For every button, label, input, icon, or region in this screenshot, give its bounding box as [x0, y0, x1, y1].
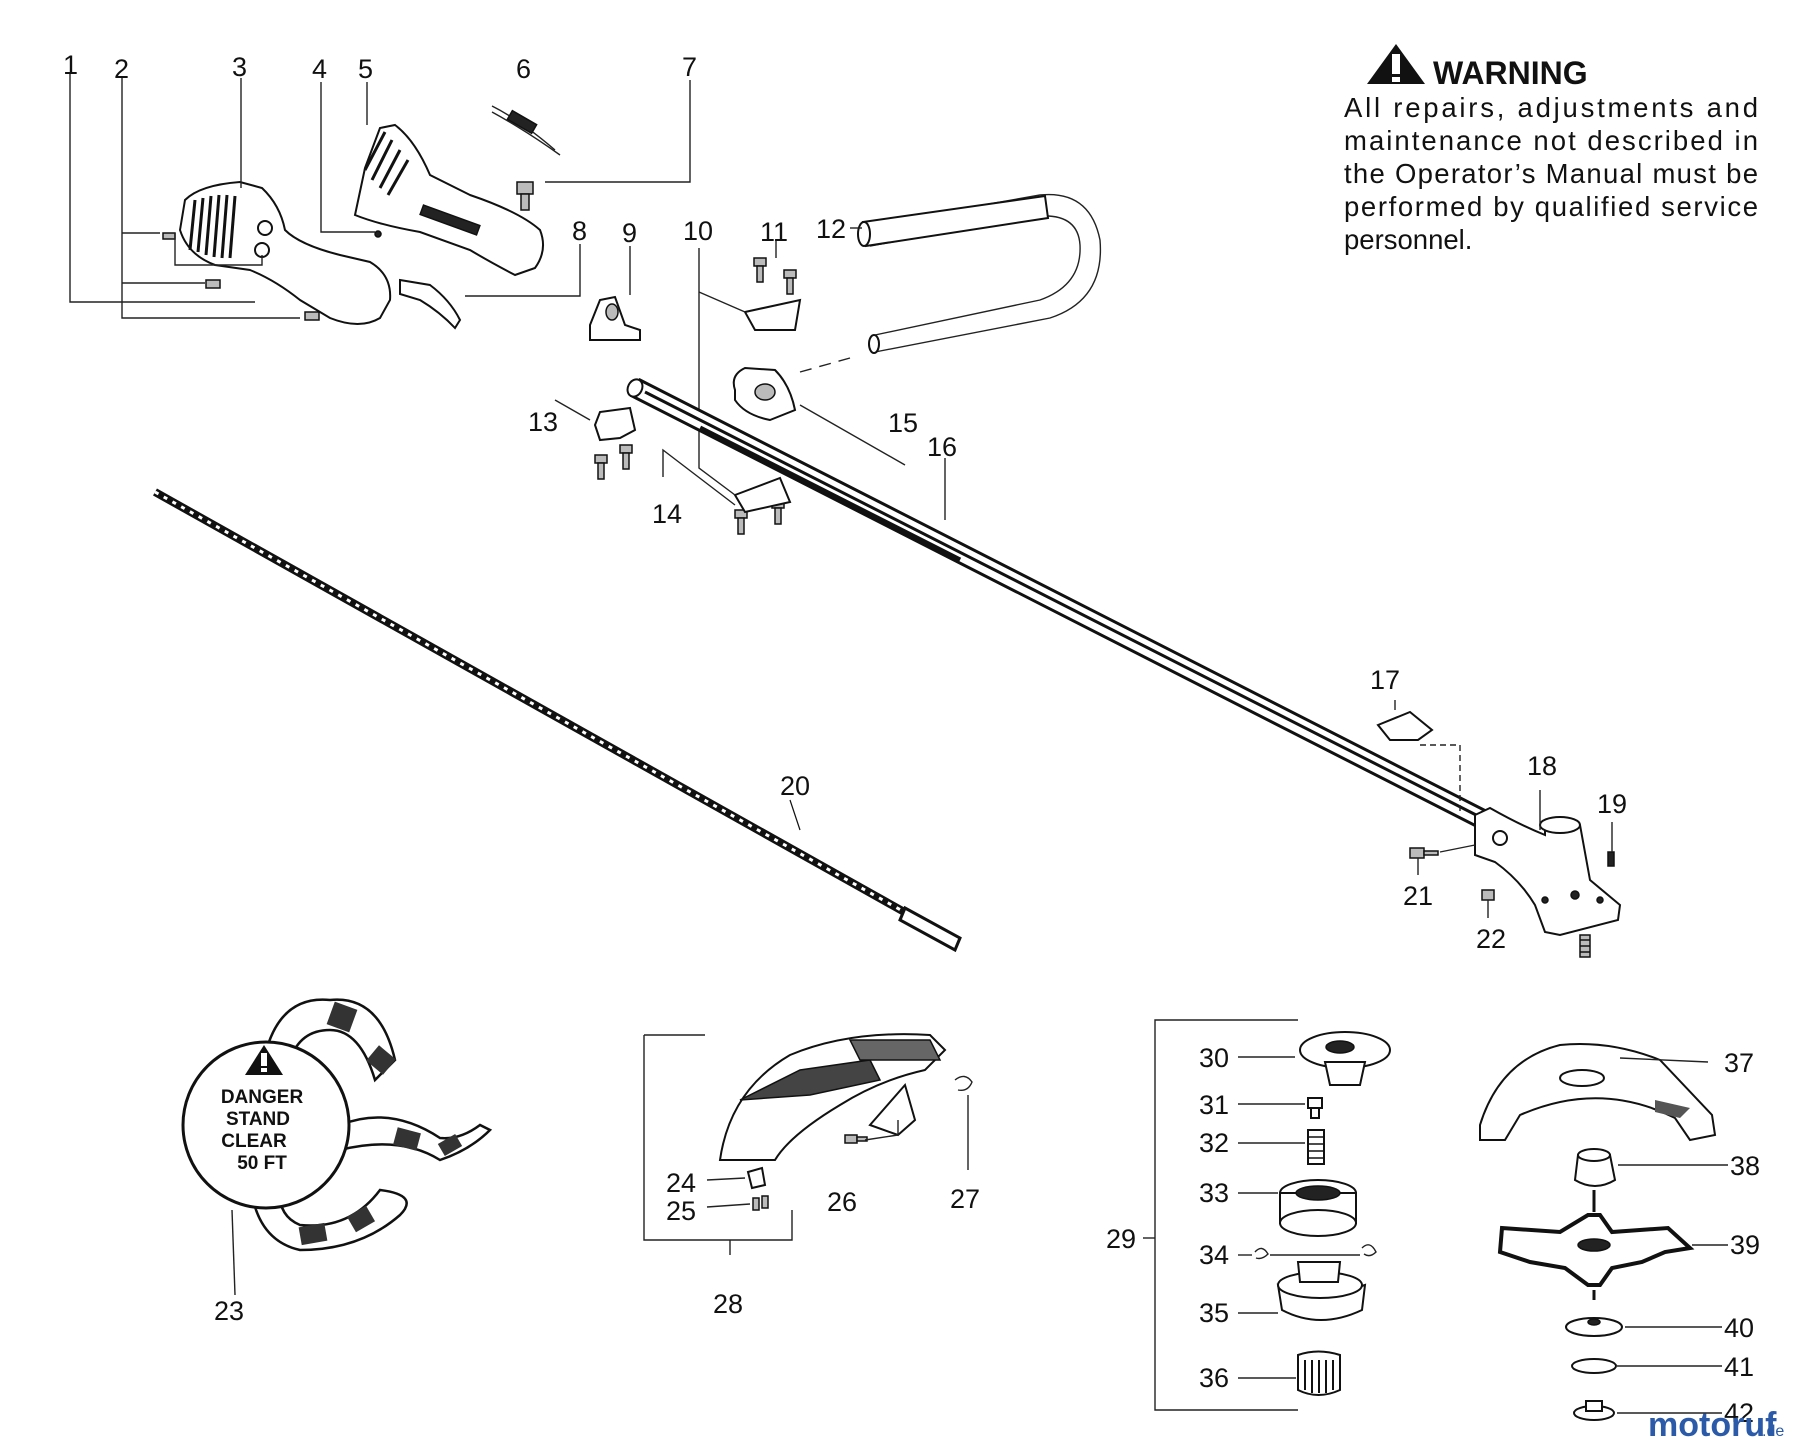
callout-36: 36	[1199, 1363, 1229, 1393]
callout-23: 23	[214, 1296, 244, 1326]
drive-shaft	[153, 488, 962, 953]
callout-39: 39	[1730, 1230, 1760, 1260]
warning-triangle-icon	[1367, 44, 1425, 84]
clamp-handle-assembly	[554, 193, 1102, 535]
callout-22: 22	[1476, 924, 1506, 954]
callout-35: 35	[1199, 1298, 1229, 1328]
callout-3: 3	[232, 52, 247, 82]
callout-30: 30	[1199, 1043, 1229, 1073]
callout-labels: 1 2 3 4 5 6 7 8 9 10 11 12 13 14 15 16 1…	[63, 50, 1760, 1428]
callout-2: 2	[114, 54, 129, 84]
callout-28: 28	[713, 1289, 743, 1319]
shaft-tube	[626, 377, 1491, 831]
callout-26: 26	[827, 1187, 857, 1217]
callout-7: 7	[682, 52, 697, 82]
danger-line-4: 50 FT	[237, 1153, 287, 1174]
callout-33: 33	[1199, 1178, 1229, 1208]
shoulder-strap: DANGER STAND CLEAR 50 FT	[181, 998, 493, 1296]
callout-16: 16	[927, 432, 957, 462]
callout-4: 4	[312, 54, 327, 84]
watermark-logo: motoruf .de	[1648, 1406, 1784, 1442]
danger-triangle-icon	[245, 1045, 283, 1075]
callout-32: 32	[1199, 1128, 1229, 1158]
callout-41: 41	[1724, 1352, 1754, 1382]
callout-20: 20	[780, 771, 810, 801]
callout-1: 1	[63, 50, 78, 80]
danger-line-1: DANGER	[221, 1087, 304, 1108]
danger-line-2: STAND	[226, 1109, 290, 1130]
callout-15: 15	[888, 408, 918, 438]
callout-38: 38	[1730, 1151, 1760, 1181]
handle-assembly	[69, 74, 691, 330]
callout-17: 17	[1370, 665, 1400, 695]
warning-line-3: the Operator’s Manual must be	[1344, 158, 1758, 189]
warning-line-1: All repairs, adjustments and	[1344, 92, 1758, 123]
callout-11: 11	[760, 217, 788, 247]
warning-line-5: personnel.	[1344, 224, 1472, 255]
callout-24: 24	[666, 1168, 696, 1198]
callout-40: 40	[1724, 1313, 1754, 1343]
callout-9: 9	[622, 218, 637, 248]
callout-21: 21	[1403, 881, 1433, 911]
callout-25: 25	[666, 1196, 696, 1226]
callout-34: 34	[1199, 1240, 1229, 1270]
warning-line-4: performed by qualified service	[1344, 191, 1758, 222]
warning-title: WARNING	[1433, 55, 1588, 91]
watermark-suffix: .de	[1762, 1423, 1784, 1440]
gear-head-assembly	[1376, 700, 1622, 958]
callout-29: 29	[1106, 1224, 1136, 1254]
callout-13: 13	[528, 407, 558, 437]
guard-assembly	[643, 1033, 973, 1255]
callout-10: 10	[683, 216, 713, 246]
callout-8: 8	[572, 216, 587, 246]
callout-27: 27	[950, 1184, 980, 1214]
callout-14: 14	[652, 499, 682, 529]
danger-line-3: CLEAR	[221, 1131, 287, 1152]
watermark-text: motoruf	[1648, 1406, 1777, 1442]
warning-block: WARNING All repairs, adjustments and mai…	[1344, 44, 1758, 255]
callout-18: 18	[1527, 751, 1557, 781]
callout-42: 42	[1724, 1398, 1754, 1428]
callout-6: 6	[516, 54, 531, 84]
callout-31: 31	[1199, 1090, 1229, 1120]
callout-5: 5	[358, 54, 373, 84]
trimmer-head-assembly	[1143, 1019, 1391, 1411]
callout-37: 37	[1724, 1048, 1754, 1078]
warning-line-2: maintenance not described in	[1344, 125, 1758, 156]
callout-12: 12	[816, 214, 846, 244]
blade-assembly	[1479, 1043, 1728, 1421]
callout-19: 19	[1597, 789, 1627, 819]
